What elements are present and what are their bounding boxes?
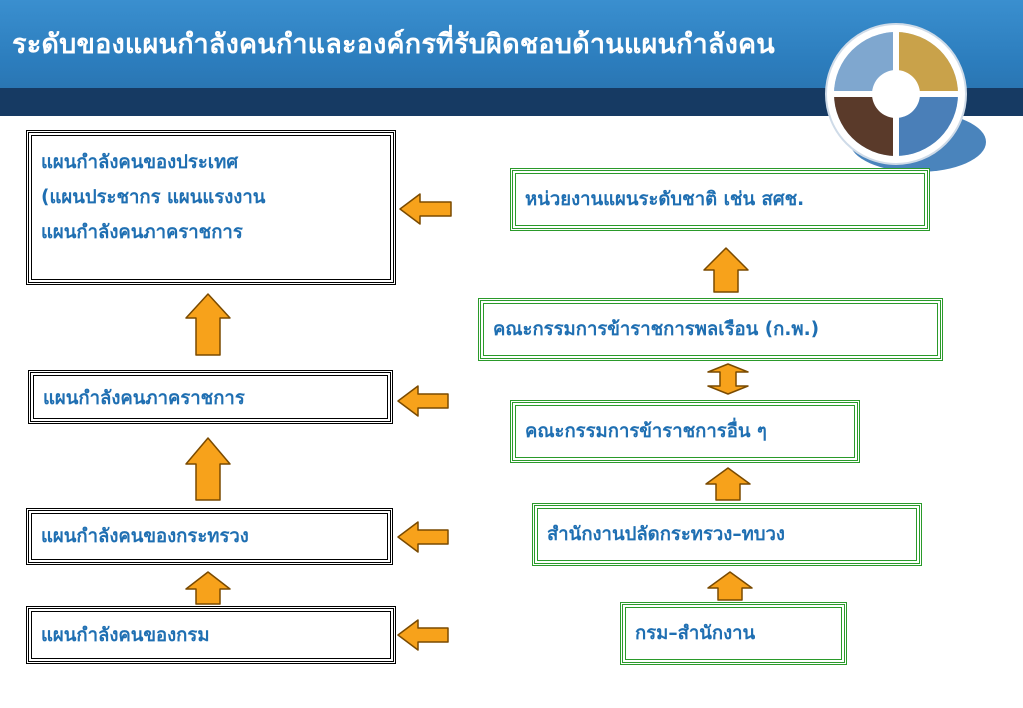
up-arrow-icon [705, 467, 751, 501]
left-arrow-icon [397, 385, 449, 417]
government-plan-label: แผนกำลังคนภาคราชการ [43, 388, 245, 409]
department-plan-box: แผนกำลังคนของกรม [26, 606, 396, 664]
double-arrow-icon [707, 363, 749, 395]
country-plan-line1: แผนกำลังคนของประเทศ [41, 152, 239, 173]
permanent-secretary-box: สำนักงานปลัดกระทรวง–ทบวง [532, 503, 922, 566]
disc-logo-icon [825, 23, 986, 172]
ocsc-label: คณะกรรมการข้าราชการพลเรือน (ก.พ.) [493, 319, 820, 340]
country-plan-line3: แผนกำลังคนภาคราชการ [41, 222, 243, 244]
country-plan-box: แผนกำลังคนของประเทศ (แผนประชากร แผนแรงงา… [26, 130, 396, 285]
up-arrow-icon [185, 437, 231, 501]
other-commissions-box: คณะกรรมการข้าราชการอื่น ๆ [510, 400, 860, 463]
left-arrow-icon [397, 521, 449, 553]
department-office-box: กรม–สำนักงาน [620, 602, 847, 665]
left-arrow-icon [397, 619, 449, 651]
national-agency-label: หน่วยงานแผนระดับชาติ เช่น สศช. [525, 189, 805, 210]
up-arrow-icon [185, 293, 231, 356]
up-arrow-icon [185, 571, 231, 605]
ministry-plan-label: แผนกำลังคนของกระทรวง [41, 526, 249, 547]
permanent-secretary-label: สำนักงานปลัดกระทรวง–ทบวง [547, 524, 785, 545]
country-plan-line2: (แผนประชากร แผนแรงงาน [41, 187, 266, 209]
left-arrow-icon [399, 193, 452, 225]
government-plan-box: แผนกำลังคนภาคราชการ [28, 370, 393, 424]
national-agency-box: หน่วยงานแผนระดับชาติ เช่น สศช. [510, 168, 930, 231]
other-commissions-label: คณะกรรมการข้าราชการอื่น ๆ [525, 421, 767, 442]
page-title: ระดับของแผนกำลังคนกำและองค์กรที่รับผิดชอ… [12, 29, 775, 60]
department-plan-label: แผนกำลังคนของกรม [41, 624, 210, 646]
department-office-label: กรม–สำนักงาน [635, 623, 756, 644]
ministry-plan-box: แผนกำลังคนของกระทรวง [26, 508, 393, 565]
up-arrow-icon [703, 247, 749, 293]
up-arrow-icon [707, 571, 753, 601]
ocsc-box: คณะกรรมการข้าราชการพลเรือน (ก.พ.) [478, 298, 943, 361]
